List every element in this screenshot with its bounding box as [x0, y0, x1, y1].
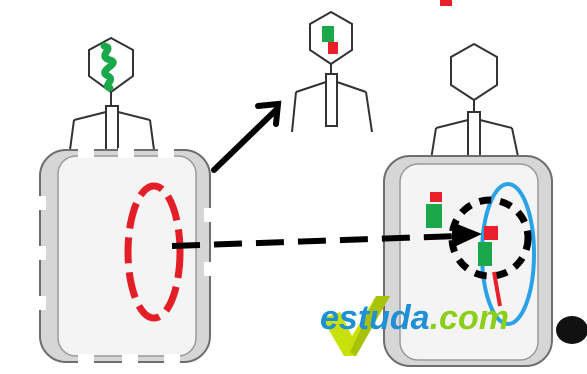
dna-green-insert [478, 242, 492, 266]
dna-red-top [328, 42, 338, 54]
logo-black-blob [556, 316, 587, 344]
estuda-watermark: estuda.com [318, 288, 509, 348]
watermark-suffix: .com [430, 299, 509, 338]
phage-right-icon [430, 44, 520, 166]
dna-green-right-1 [426, 204, 442, 228]
red-fragment-top [440, 0, 452, 6]
watermark-word: estuda [320, 299, 430, 338]
phage-left-icon [70, 38, 154, 150]
dna-red-right-1 [430, 192, 442, 202]
dna-red-insert [484, 226, 498, 240]
arrow-up-icon [214, 104, 278, 170]
dna-green-top [322, 26, 334, 42]
